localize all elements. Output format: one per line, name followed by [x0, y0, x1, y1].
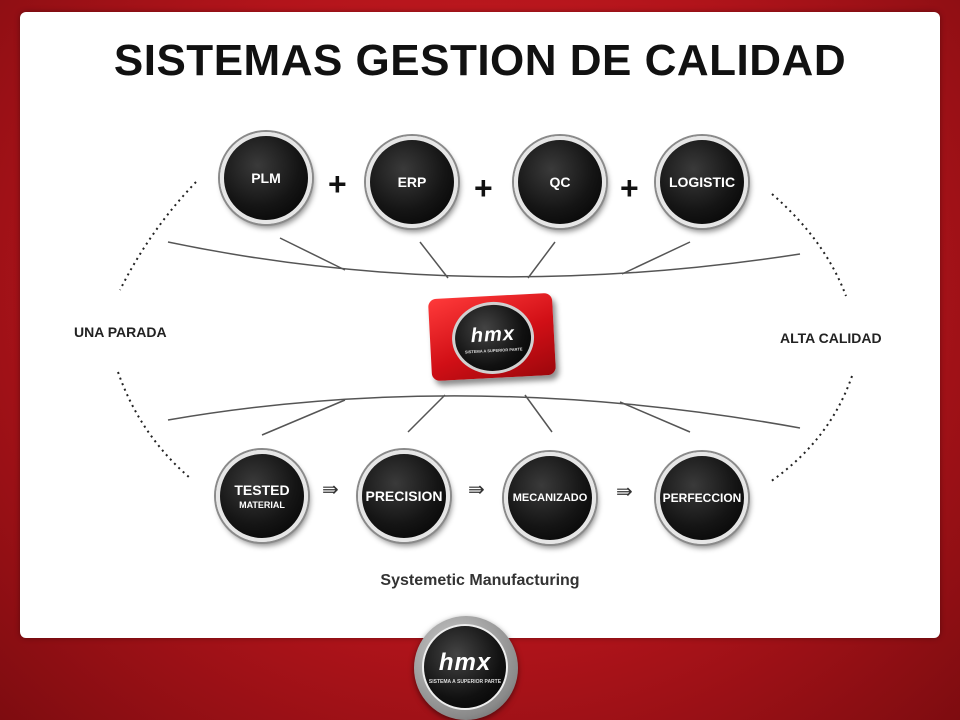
node-label: MECANIZADO	[512, 492, 588, 504]
node-label: PLM	[251, 170, 281, 186]
logo-brand: hmx	[470, 322, 516, 347]
node-perfeccion: PERFECCION	[656, 452, 748, 544]
logo-brand: hmx	[438, 649, 492, 676]
logo-disc: hmx SISTEMA A SUPERIOR PARTE	[450, 299, 536, 377]
bottom-spoke-3	[524, 394, 553, 433]
bottom-spoke-4	[619, 401, 691, 433]
node-precision: PRECISION	[358, 450, 450, 542]
top-spoke-2	[419, 241, 449, 279]
plus-icon: +	[328, 166, 347, 202]
node-label: LOGISTIC	[668, 174, 736, 190]
node-erp: ERP	[366, 136, 458, 228]
logo-tagline: SISTEMA A SUPERIOR PARTE	[428, 679, 502, 685]
node-label: PERFECCION	[662, 491, 742, 505]
node-logistic: LOGISTIC	[656, 136, 748, 228]
arrow-icon: ⇛	[468, 479, 485, 501]
bottom-curve	[167, 395, 801, 429]
top-spoke-4	[621, 241, 691, 275]
plus-icon: +	[620, 170, 639, 206]
node-label: PRECISION	[365, 488, 443, 504]
node-label: TESTED	[234, 481, 290, 498]
dotted-arc-left-bottom	[117, 371, 191, 479]
node-tested-material: TESTED MATERIAL	[216, 450, 308, 542]
top-spoke-1	[279, 237, 346, 271]
caption: Systemetic Manufacturing	[380, 572, 580, 589]
center-logo-badge: hmx SISTEMA A SUPERIOR PARTE	[427, 292, 557, 382]
node-sublabel: MATERIAL	[239, 499, 285, 510]
logo-disc: hmx SISTEMA A SUPERIOR PARTE	[422, 624, 508, 710]
plus-icon: +	[474, 170, 493, 206]
dotted-arc-right-bottom	[769, 375, 853, 483]
bottom-spoke-2	[407, 394, 446, 433]
top-curve	[167, 241, 801, 278]
node-plm: PLM	[220, 132, 312, 224]
top-spoke-3	[527, 241, 556, 279]
bottom-spoke-1	[261, 399, 346, 436]
node-mecanizado: MECANIZADO	[504, 452, 596, 544]
arrow-icon: ⇛	[616, 481, 633, 503]
dotted-arc-left-top	[119, 181, 197, 291]
node-label: ERP	[397, 174, 427, 190]
bottom-logo-badge: hmx SISTEMA A SUPERIOR PARTE	[414, 616, 518, 720]
dotted-arc-right-top	[771, 193, 847, 297]
node-qc: QC	[514, 136, 606, 228]
arrow-icon: ⇛	[322, 479, 339, 501]
label-alta-calidad: ALTA CALIDAD	[780, 330, 882, 346]
label-una-parada: UNA PARADA	[74, 324, 167, 340]
node-label: QC	[549, 174, 571, 190]
page-title: SISTEMAS GESTION DE CALIDAD	[113, 36, 847, 85]
